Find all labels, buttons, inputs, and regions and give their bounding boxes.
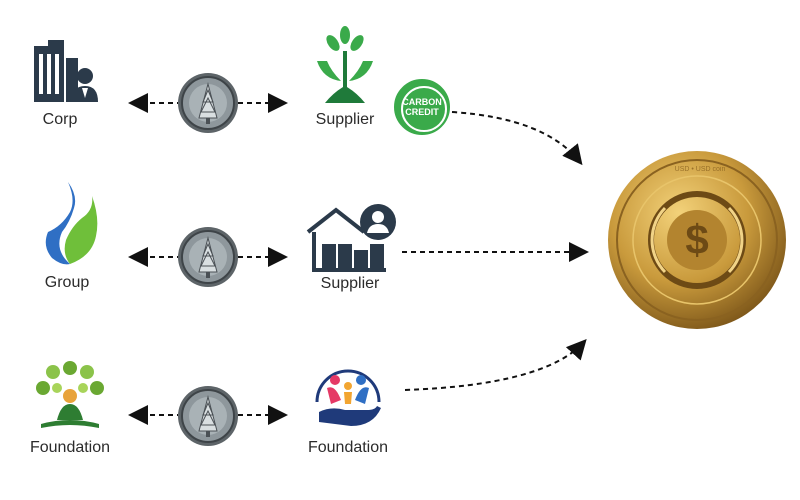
pine-tree-coin-icon — [178, 386, 238, 446]
carbon-credit-badge-icon: CARBON CREDIT — [394, 79, 450, 135]
carbon-credit-line1: CARBON — [402, 97, 442, 107]
arrow-top-to-usdc — [451, 111, 583, 166]
usd-coin-icon: $ — [608, 151, 786, 329]
group-label: Group — [44, 274, 90, 291]
corp-label: Corp — [42, 111, 78, 128]
usd-coin-ring-text: USD • USD coin — [674, 166, 726, 173]
tree-people-icon — [36, 361, 104, 428]
carbon-credit-line2: CREDIT — [405, 107, 439, 117]
svg-text:$: $ — [685, 216, 708, 263]
foundation-right-label: Foundation — [307, 439, 389, 456]
flame-icon — [45, 182, 98, 265]
plant-in-hands-icon — [317, 26, 373, 103]
pine-tree-coin-icon — [178, 73, 238, 133]
office-building-person-icon — [34, 40, 98, 102]
foundation-left-label: Foundation — [29, 439, 111, 456]
pine-tree-coin-icon — [178, 227, 238, 287]
supplier-top-label: Supplier — [315, 111, 375, 128]
supplier-mid-label: Supplier — [320, 275, 380, 292]
arrow-bottom-to-usdc — [404, 339, 587, 391]
warehouse-person-icon — [306, 204, 396, 272]
people-in-hand-icon — [315, 369, 381, 426]
